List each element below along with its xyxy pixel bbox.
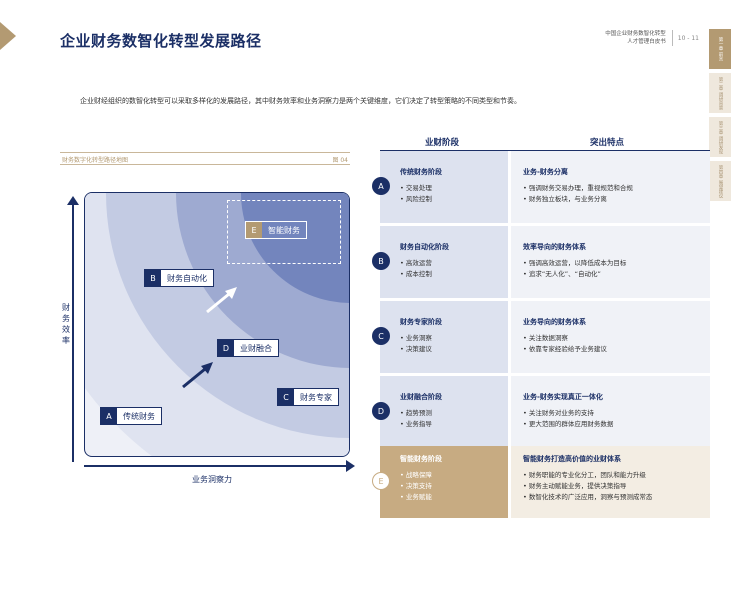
y-axis (72, 204, 74, 462)
document-header: 中国企业财务数智化转型 人才管理白皮书 10 - 11 (605, 30, 699, 46)
x-axis (84, 465, 348, 467)
stage-letter-badge: D (372, 402, 390, 420)
stage-cell: B 财务自动化阶段 • 高效运营 • 成本控制 (372, 226, 508, 298)
stage-cell: A 传统财务阶段 • 交易处理 • 风险控制 (372, 151, 508, 223)
document-name: 中国企业财务数智化转型 人才管理白皮书 (605, 31, 666, 45)
stage-tag-d: D 业财融合 (217, 339, 279, 357)
stage-letter-badge: C (372, 327, 390, 345)
figure-label: 图 04 (332, 157, 348, 164)
stage-tag-e: E 智能财务 (245, 221, 307, 239)
stage-tag-b: B 财务自动化 (144, 269, 214, 287)
y-axis-arrow (67, 196, 79, 205)
feature-cell: 业务导向的财务体系 • 关注数据洞察 • 依靠专家经验给予业务建议 (511, 301, 710, 373)
stage-cell: D 业财融合阶段 • 趋势预测 • 业务指导 (372, 376, 508, 448)
stage-tag-c: C 财务专家 (277, 388, 339, 406)
feature-cell: 业务-财务分离 • 强调财务交易办理，重视规范和合规 • 财务独立板块，与业务分… (511, 151, 710, 223)
page-number: 10 - 11 (671, 30, 699, 46)
arrow-b-to-e (206, 287, 237, 314)
chart-caption-bar: 财务数字化转型路径地图 图 04 (60, 152, 350, 165)
feature-cell: 业务-财务实现真正一体化 • 关注财务对业务的支持 • 更大范围的群体应用财务数… (511, 376, 710, 448)
feature-cell: 智能财务打造高价值的业财体系 • 财务职能的专业化分工，团队和能力升级 • 财务… (511, 446, 710, 518)
header-divider (380, 150, 710, 151)
arrow-a-to-d (182, 362, 213, 389)
stage-row-d: D 业财融合阶段 • 趋势预测 • 业务指导 业务-财务实现真正一体化 • 关注… (372, 376, 710, 448)
page-title: 企业财务数智化转型发展路径 (60, 32, 262, 50)
arc-band-core (241, 193, 349, 303)
stage-cell: C 财务专家阶段 • 业务洞察 • 决策建议 (372, 301, 508, 373)
intro-paragraph: 企业财经组织的数智化转型可以采取多样化的发展路径，其中财务效率和业务洞察力是两个… (80, 97, 521, 105)
chapter-tab-3[interactable]: 第三章 调研发现 (709, 117, 731, 157)
stage-letter-badge: B (372, 252, 390, 270)
column-header-stage: 业财阶段 (425, 138, 460, 148)
chart-caption: 财务数字化转型路径地图 (62, 157, 129, 164)
x-axis-label: 业务洞察力 (192, 475, 232, 484)
target-zone-frame (227, 200, 341, 264)
stage-row-a: A 传统财务阶段 • 交易处理 • 风险控制 业务-财务分离 • 强调财务交易办… (372, 151, 710, 223)
x-axis-arrow (346, 460, 355, 472)
y-axis-label: 财务效率 (62, 303, 70, 345)
chapter-tab-2[interactable]: 第二章 调研背景 (709, 73, 731, 113)
chapter-tabs: 第一章 前言 第二章 调研背景 第三章 调研发现 第四章 展望建议 (709, 29, 731, 205)
feature-cell: 效率导向的财务体系 • 强调高效运营，以降低成本为目标 • 追求“无人化”、“自… (511, 226, 710, 298)
corner-marker (0, 22, 16, 50)
stage-letter-badge: A (372, 177, 390, 195)
stage-cell: E 智能财务阶段 • 战略保障 • 决策支持 • 业务赋能 (372, 446, 508, 518)
stage-row-e: E 智能财务阶段 • 战略保障 • 决策支持 • 业务赋能 智能财务打造高价值的… (372, 446, 710, 518)
stage-row-b: B 财务自动化阶段 • 高效运营 • 成本控制 效率导向的财务体系 • 强调高效… (372, 226, 710, 298)
stage-letter-badge: E (372, 472, 390, 490)
stage-row-c: C 财务专家阶段 • 业务洞察 • 决策建议 业务导向的财务体系 • 关注数据洞… (372, 301, 710, 373)
column-header-features: 突出特点 (590, 138, 625, 148)
chapter-tab-4[interactable]: 第四章 展望建议 (709, 161, 731, 201)
chapter-tab-1[interactable]: 第一章 前言 (709, 29, 731, 69)
stage-tag-a: A 传统财务 (100, 407, 162, 425)
